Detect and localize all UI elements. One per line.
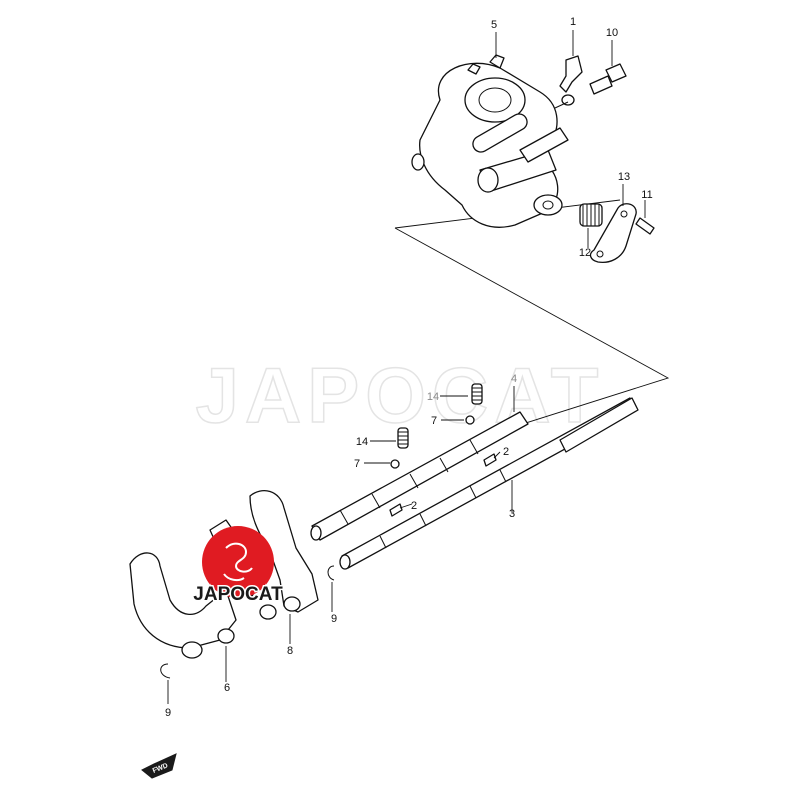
part-13-plate (589, 203, 637, 264)
forward-direction-marker: FWD (141, 753, 177, 779)
callout-14-lower: 14 (356, 436, 368, 448)
callout-7-lower: 7 (354, 458, 360, 470)
callout-8: 8 (287, 645, 293, 657)
japocat-logo: JAPOCAT (192, 526, 285, 607)
circlips (160, 565, 335, 679)
callout-labels: 1 5 10 13 11 12 4 14 7 14 7 2 2 3 9 8 6 … (165, 16, 653, 719)
logo-text: JAPOCAT (193, 584, 283, 605)
part-10-bolt (589, 63, 627, 95)
callout-3: 3 (509, 508, 515, 520)
callout-9-left: 9 (165, 707, 171, 719)
callout-5: 5 (491, 19, 497, 31)
callout-7-upper: 7 (431, 415, 437, 427)
watermark-text: JAPOCAT (196, 351, 605, 439)
callout-13: 13 (618, 171, 630, 183)
callout-10: 10 (606, 27, 618, 39)
part-1-clip (554, 55, 583, 109)
callout-4: 4 (511, 373, 517, 385)
logo-emblem-icon (223, 542, 253, 582)
part-11-screw (635, 217, 655, 235)
shift-cam-assembly (411, 54, 569, 228)
callout-11: 11 (641, 189, 652, 201)
part-12-gear (579, 203, 603, 227)
part-4-shaft (310, 411, 529, 541)
callout-6: 6 (224, 682, 230, 694)
part-6-shift-fork (129, 552, 237, 659)
pins (389, 453, 497, 517)
callout-1: 1 (570, 16, 576, 28)
callout-12: 12 (579, 247, 591, 259)
fwd-arrow-icon (141, 753, 177, 779)
callout-9-right: 9 (331, 613, 337, 625)
callout-2-lower: 2 (411, 500, 417, 512)
callout-2-upper: 2 (503, 446, 509, 458)
leader-lines (167, 30, 646, 704)
part-3-shaft (339, 397, 639, 570)
spring-detents (390, 383, 483, 469)
callout-14-upper: 14 (427, 391, 439, 403)
